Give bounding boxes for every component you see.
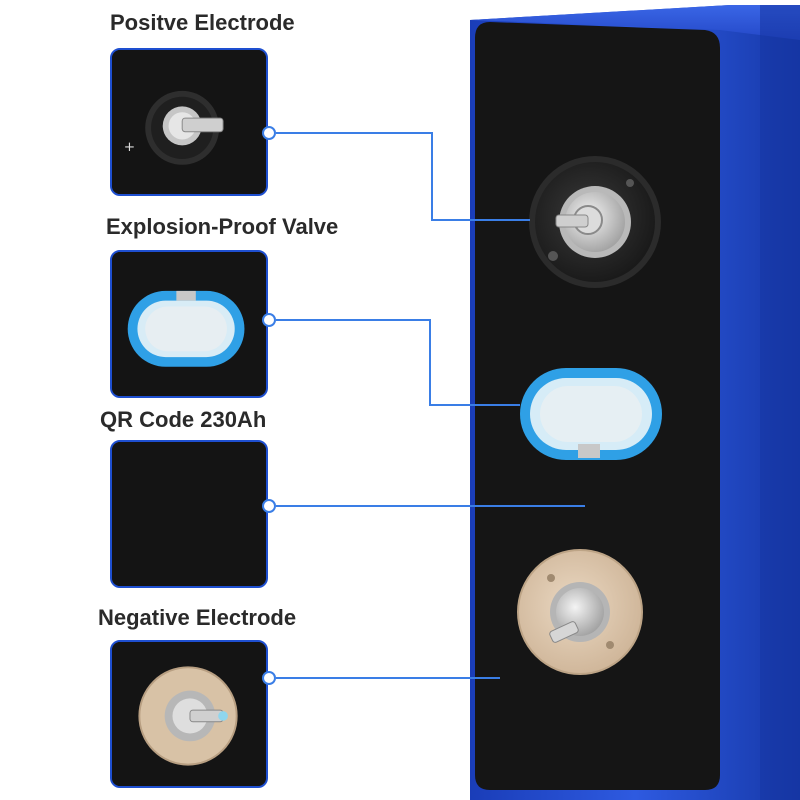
thumb-positive-electrode: + [110, 48, 268, 196]
label-explosion-proof-valve: Explosion-Proof Valve [106, 214, 339, 239]
thumb-negative-electrode [110, 640, 268, 788]
label-negative-electrode: Negative Electrode [98, 605, 297, 630]
plus-icon: + [124, 139, 135, 155]
label-qr-code: QR Code 230Ah [100, 407, 267, 432]
positive-terminal [529, 156, 661, 288]
callout-dot-positive [262, 126, 276, 140]
thumb-explosion-proof-valve [110, 250, 268, 398]
negative-terminal [517, 549, 643, 675]
callout-dot-qr [262, 499, 276, 513]
label-positive-electrode: Positve Electrode [110, 10, 295, 35]
thumb-qr-code [110, 440, 268, 588]
explosion-proof-valve [520, 368, 662, 460]
callout-dot-valve [262, 313, 276, 327]
callout-dot-negative [262, 671, 276, 685]
